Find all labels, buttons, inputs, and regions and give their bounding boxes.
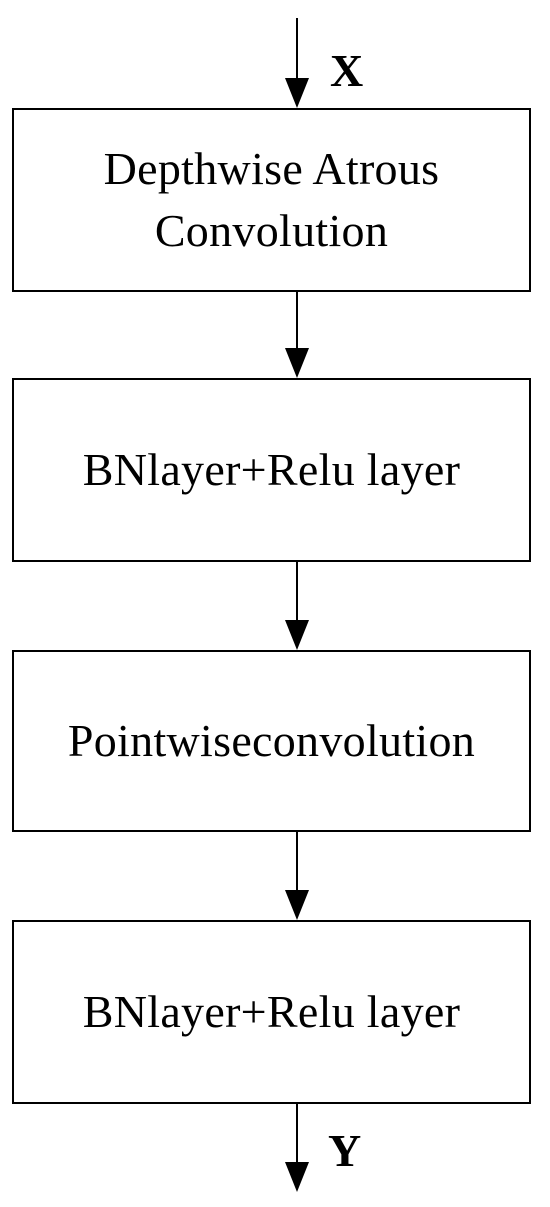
block-depthwise-atrous-convolution: Depthwise Atrous Convolution xyxy=(12,108,531,292)
arrow-output xyxy=(285,1104,309,1192)
output-label-y: Y xyxy=(328,1125,362,1176)
block-1-line-2: Convolution xyxy=(154,205,389,256)
block-pointwise-convolution: Pointwiseconvolution xyxy=(12,650,531,832)
arrow-block1-to-block2 xyxy=(285,292,309,378)
block-bn-relu-2: BNlayer+Relu layer xyxy=(12,920,531,1104)
block-3-line-1: Pointwiseconvolution xyxy=(67,715,476,766)
block-1-line-1: Depthwise Atrous xyxy=(103,143,440,194)
arrow-block3-to-block4 xyxy=(285,832,309,920)
block-bn-relu-1: BNlayer+Relu layer xyxy=(12,378,531,562)
block-4-line-1: BNlayer+Relu layer xyxy=(82,986,461,1037)
input-label-x: X xyxy=(330,45,364,96)
arrow-input xyxy=(285,18,309,108)
arrow-block2-to-block3 xyxy=(285,562,309,650)
block-2-line-1: BNlayer+Relu layer xyxy=(82,444,461,495)
